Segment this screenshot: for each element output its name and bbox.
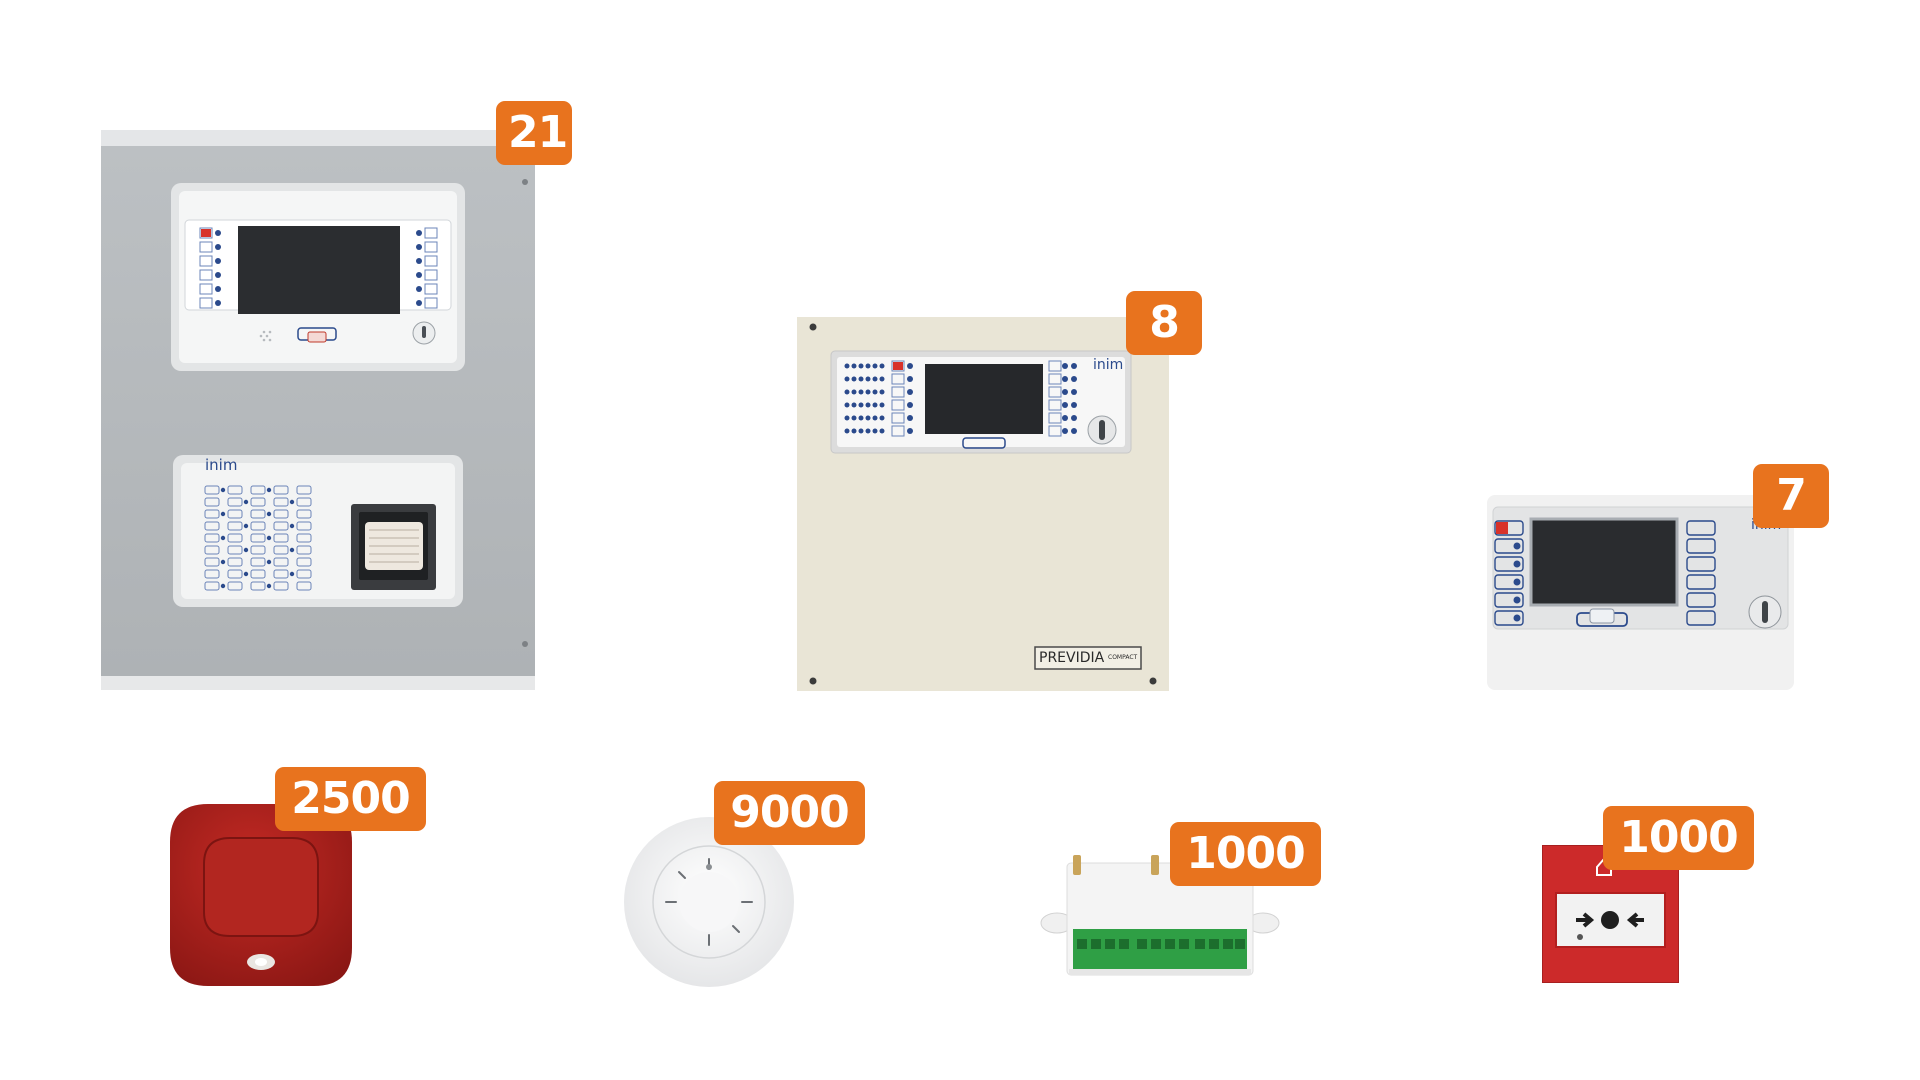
large-fire-panel: inim [101, 130, 535, 690]
wall-sounder-image [170, 804, 352, 986]
quantity-badge-call-point: 1000 [1603, 806, 1754, 870]
quantity-badge-sounder: 2500 [275, 767, 426, 831]
compact-panel-model-sub: COMPACT [1108, 654, 1138, 661]
quantity-badge-large-panel: 21 [496, 101, 572, 165]
quantity-badge-repeater: 7 [1753, 464, 1829, 528]
quantity-badge-compact-panel: 8 [1126, 291, 1202, 355]
large-fire-panel-image [101, 130, 535, 690]
compact-fire-panel: inim PREVIDIA COMPACT [797, 317, 1169, 691]
io-module [1039, 853, 1281, 985]
smoke-detector-image [624, 817, 794, 987]
wall-sounder-beacon [168, 802, 354, 988]
compact-fire-panel-image [797, 317, 1169, 691]
repeater-panel-image [1487, 495, 1794, 690]
io-module-image [1040, 855, 1280, 976]
quantity-badge-io-module: 1000 [1170, 822, 1321, 886]
repeater-panel: inim [1487, 495, 1794, 690]
smoke-detector [622, 815, 796, 989]
compact-panel-model-label: PREVIDIA [1039, 650, 1105, 666]
compact-panel-brand-logo: inim [1093, 357, 1124, 373]
quantity-badge-smoke-detector: 9000 [714, 781, 865, 845]
large-panel-brand-logo: inim [205, 456, 238, 474]
